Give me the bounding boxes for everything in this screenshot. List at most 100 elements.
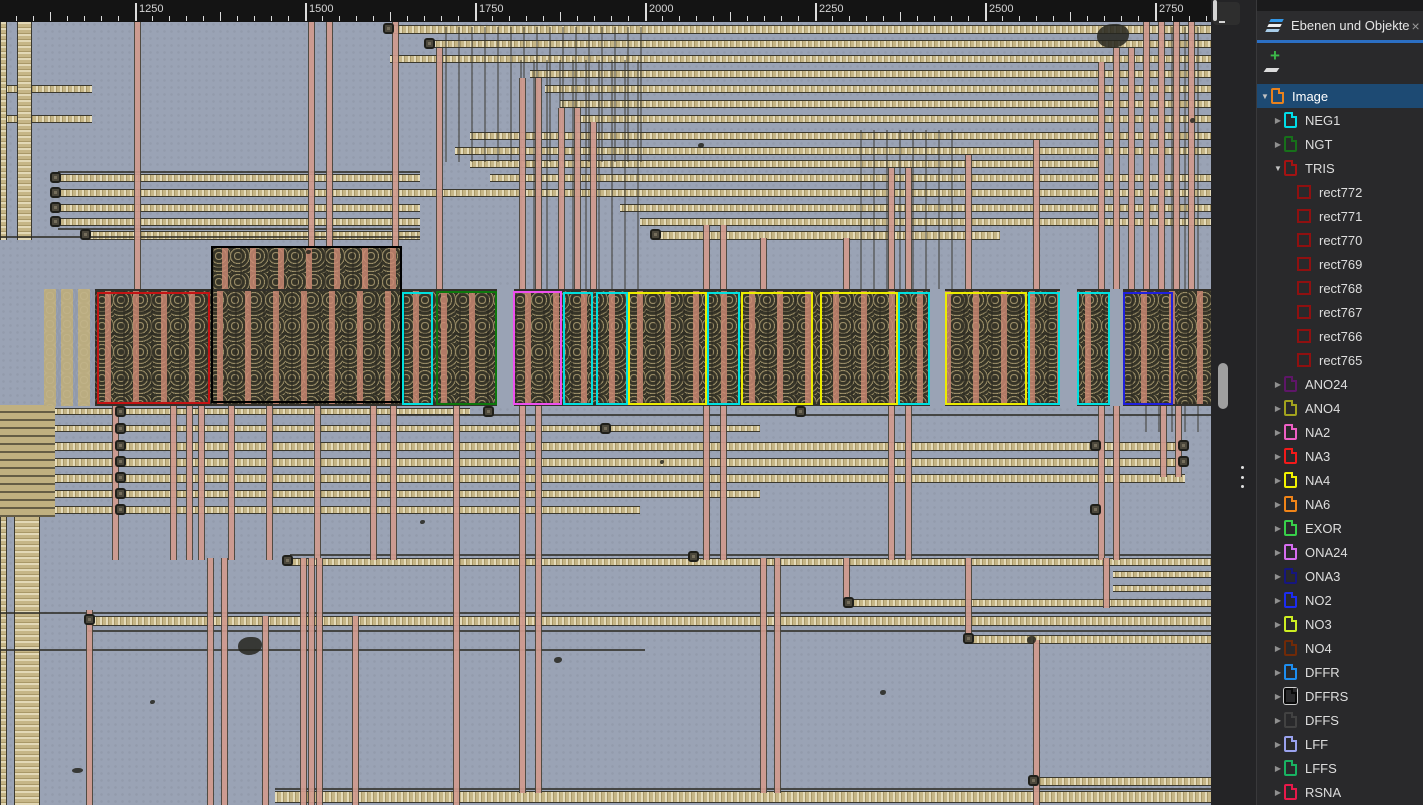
expand-arrow[interactable]: ▶ bbox=[1274, 115, 1282, 125]
expand-arrow[interactable]: ▶ bbox=[1274, 451, 1282, 461]
expand-arrow[interactable]: ▶ bbox=[1274, 475, 1282, 485]
layer-row-NO2[interactable]: ▶NO2 bbox=[1257, 588, 1423, 612]
panel-splitter-handle[interactable] bbox=[1238, 466, 1246, 488]
expand-arrow[interactable]: ▶ bbox=[1274, 715, 1282, 725]
expand-arrow[interactable]: ▶ bbox=[1274, 595, 1282, 605]
ruler-label: 2500 bbox=[989, 3, 1014, 15]
expand-arrow[interactable]: ▶ bbox=[1274, 739, 1282, 749]
layer-row-ANO24[interactable]: ▶ANO24 bbox=[1257, 372, 1423, 396]
annotation-rect[interactable] bbox=[1123, 292, 1173, 405]
annotation-rect[interactable] bbox=[1028, 292, 1060, 405]
annotation-rect[interactable] bbox=[563, 292, 593, 405]
expand-arrow[interactable]: ▶ bbox=[1274, 787, 1282, 797]
ruler-tick bbox=[16, 16, 17, 21]
layers-icon bbox=[1265, 18, 1285, 33]
annotation-rect[interactable] bbox=[436, 291, 497, 405]
expand-arrow[interactable]: ▶ bbox=[1274, 499, 1282, 509]
annotation-rect[interactable] bbox=[97, 292, 210, 404]
expand-arrow[interactable]: ▶ bbox=[1274, 643, 1282, 653]
layer-row-rect767[interactable]: rect767 bbox=[1257, 300, 1423, 324]
expand-arrow[interactable]: ▶ bbox=[1274, 379, 1282, 389]
annotation-rect[interactable] bbox=[820, 292, 898, 405]
vertical-scrollbar[interactable] bbox=[1218, 363, 1228, 409]
ruler-tick bbox=[917, 16, 918, 21]
die-feature bbox=[1143, 22, 1150, 292]
layer-row-TRIS[interactable]: ▼TRIS bbox=[1257, 156, 1423, 180]
layer-row-ONA3[interactable]: ▶ONA3 bbox=[1257, 564, 1423, 588]
expand-arrow[interactable]: ▶ bbox=[1274, 571, 1282, 581]
layer-row-rect768[interactable]: rect768 bbox=[1257, 276, 1423, 300]
layer-row-ANO4[interactable]: ▶ANO4 bbox=[1257, 396, 1423, 420]
expand-arrow[interactable]: ▼ bbox=[1261, 91, 1269, 101]
layer-row-NEG1[interactable]: ▶NEG1 bbox=[1257, 108, 1423, 132]
annotation-rect[interactable] bbox=[513, 291, 562, 405]
die-feature bbox=[600, 423, 611, 434]
layer-label: NA3 bbox=[1305, 448, 1331, 464]
dust-speck bbox=[880, 690, 886, 695]
layer-row-DFFS[interactable]: ▶DFFS bbox=[1257, 708, 1423, 732]
layer-row-rect772[interactable]: rect772 bbox=[1257, 180, 1423, 204]
layer-row-NA3[interactable]: ▶ NA3 bbox=[1257, 444, 1423, 468]
die-feature bbox=[1090, 440, 1101, 451]
expand-arrow[interactable]: ▶ bbox=[1274, 667, 1282, 677]
die-feature bbox=[530, 70, 1211, 78]
ruler-tick bbox=[849, 16, 850, 21]
layer-row-rect770[interactable]: rect770 bbox=[1257, 228, 1423, 252]
expand-arrow[interactable]: ▶ bbox=[1274, 691, 1282, 701]
die-feature bbox=[1032, 777, 1211, 786]
layer-row-rect766[interactable]: rect766 bbox=[1257, 324, 1423, 348]
expand-arrow[interactable]: ▶ bbox=[1274, 619, 1282, 629]
layer-row-rect771[interactable]: rect771 bbox=[1257, 204, 1423, 228]
layer-row-LFF[interactable]: ▶LFF bbox=[1257, 732, 1423, 756]
die-feature bbox=[388, 25, 1211, 34]
layer-row-NA6[interactable]: ▶NA6 bbox=[1257, 492, 1423, 516]
layer-label: DFFR bbox=[1305, 664, 1340, 680]
ruler-tick bbox=[628, 16, 629, 21]
expand-arrow[interactable]: ▶ bbox=[1274, 403, 1282, 413]
annotation-rect[interactable] bbox=[402, 292, 433, 405]
layer-row-rect765[interactable]: rect765 bbox=[1257, 348, 1423, 372]
layer-row-Image[interactable]: ▼Image bbox=[1257, 84, 1423, 108]
layer-row-NO4[interactable]: ▶NO4 bbox=[1257, 636, 1423, 660]
die-feature bbox=[470, 160, 1100, 168]
expand-arrow[interactable]: ▶ bbox=[1274, 763, 1282, 773]
annotation-rect[interactable] bbox=[741, 292, 813, 405]
close-icon[interactable]: × bbox=[1411, 17, 1420, 34]
annotation-rect[interactable] bbox=[945, 292, 1027, 405]
layer-label: ONA24 bbox=[1305, 544, 1348, 560]
layer-row-ONA24[interactable]: ▶ ONA24 bbox=[1257, 540, 1423, 564]
expand-arrow[interactable]: ▶ bbox=[1274, 523, 1282, 533]
annotation-rect[interactable] bbox=[628, 292, 707, 405]
layer-row-rect769[interactable]: rect769 bbox=[1257, 252, 1423, 276]
layer-row-NA4[interactable]: ▶NA4 bbox=[1257, 468, 1423, 492]
ruler-tick bbox=[407, 16, 408, 21]
expand-arrow[interactable]: ▶ bbox=[1274, 547, 1282, 557]
layer-row-RSNA[interactable]: ▶RSNA bbox=[1257, 780, 1423, 804]
die-feature bbox=[845, 599, 1211, 607]
annotation-rect[interactable] bbox=[707, 292, 740, 405]
layer-row-EXOR[interactable]: ▶EXOR bbox=[1257, 516, 1423, 540]
add-layer-button[interactable]: + bbox=[1262, 47, 1286, 75]
annotation-rect[interactable] bbox=[211, 246, 402, 403]
ruler-tick bbox=[237, 16, 238, 21]
layer-row-DFFRS[interactable]: ▶DFFRS bbox=[1257, 684, 1423, 708]
annotation-rect[interactable] bbox=[1077, 292, 1110, 405]
layer-row-NA2[interactable]: ▶NA2 bbox=[1257, 420, 1423, 444]
annotation-rect[interactable] bbox=[898, 292, 930, 405]
die-feature bbox=[1110, 289, 1123, 406]
tab-ebenen-und-objekte[interactable]: Ebenen und Objekte × bbox=[1257, 11, 1423, 40]
layer-row-NGT[interactable]: ▶NGT bbox=[1257, 132, 1423, 156]
die-feature bbox=[55, 442, 1185, 451]
expand-arrow[interactable]: ▶ bbox=[1274, 139, 1282, 149]
layer-row-LFFS[interactable]: ▶LFFS bbox=[1257, 756, 1423, 780]
monitor-icon[interactable] bbox=[1213, 0, 1240, 25]
annotation-rect[interactable] bbox=[596, 292, 628, 405]
expand-arrow[interactable]: ▶ bbox=[1274, 427, 1282, 437]
die-feature bbox=[55, 425, 760, 432]
layer-row-DFFR[interactable]: ▶ DFFR bbox=[1257, 660, 1423, 684]
layer-row-NO3[interactable]: ▶NO3 bbox=[1257, 612, 1423, 636]
expand-arrow[interactable]: ▼ bbox=[1274, 163, 1282, 173]
die-feature bbox=[1090, 504, 1101, 515]
ruler-tick bbox=[645, 3, 647, 21]
